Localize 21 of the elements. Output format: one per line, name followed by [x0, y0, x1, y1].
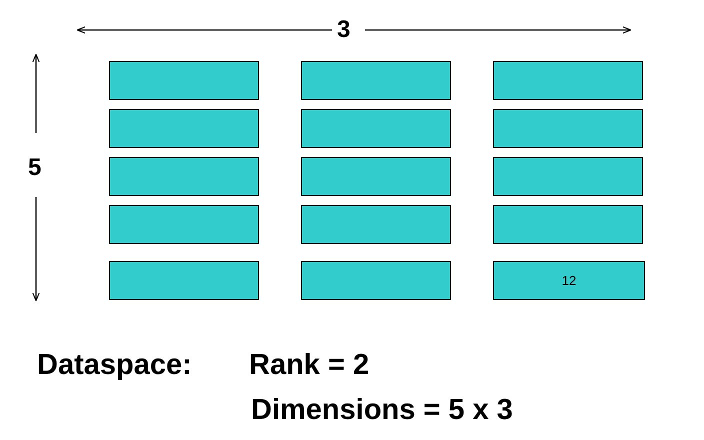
array-element-box: [109, 157, 259, 196]
dataspace-label: Dataspace:: [37, 351, 192, 380]
array-element-box: [109, 205, 259, 244]
rank-text: Rank = 2: [249, 351, 370, 380]
array-element-box: [109, 61, 259, 100]
array-element-box: [493, 261, 645, 300]
array-element-box: [301, 261, 451, 300]
array-element-box: [493, 109, 643, 148]
dimensions-text: Dimensions = 5 x 3: [251, 396, 513, 425]
dimension-value: 5: [28, 156, 42, 180]
array-element-box: [493, 61, 643, 100]
array-element-box: [109, 109, 259, 148]
dimension-value: 3: [337, 18, 350, 42]
array-element-box: [301, 61, 451, 100]
array-element-box: [301, 157, 451, 196]
element-index: 12: [562, 273, 576, 288]
array-element-box: [301, 109, 451, 148]
array-element-box: [493, 205, 643, 244]
array-element-box: [493, 157, 643, 196]
array-element-box: [109, 261, 259, 300]
array-element-box: [301, 205, 451, 244]
